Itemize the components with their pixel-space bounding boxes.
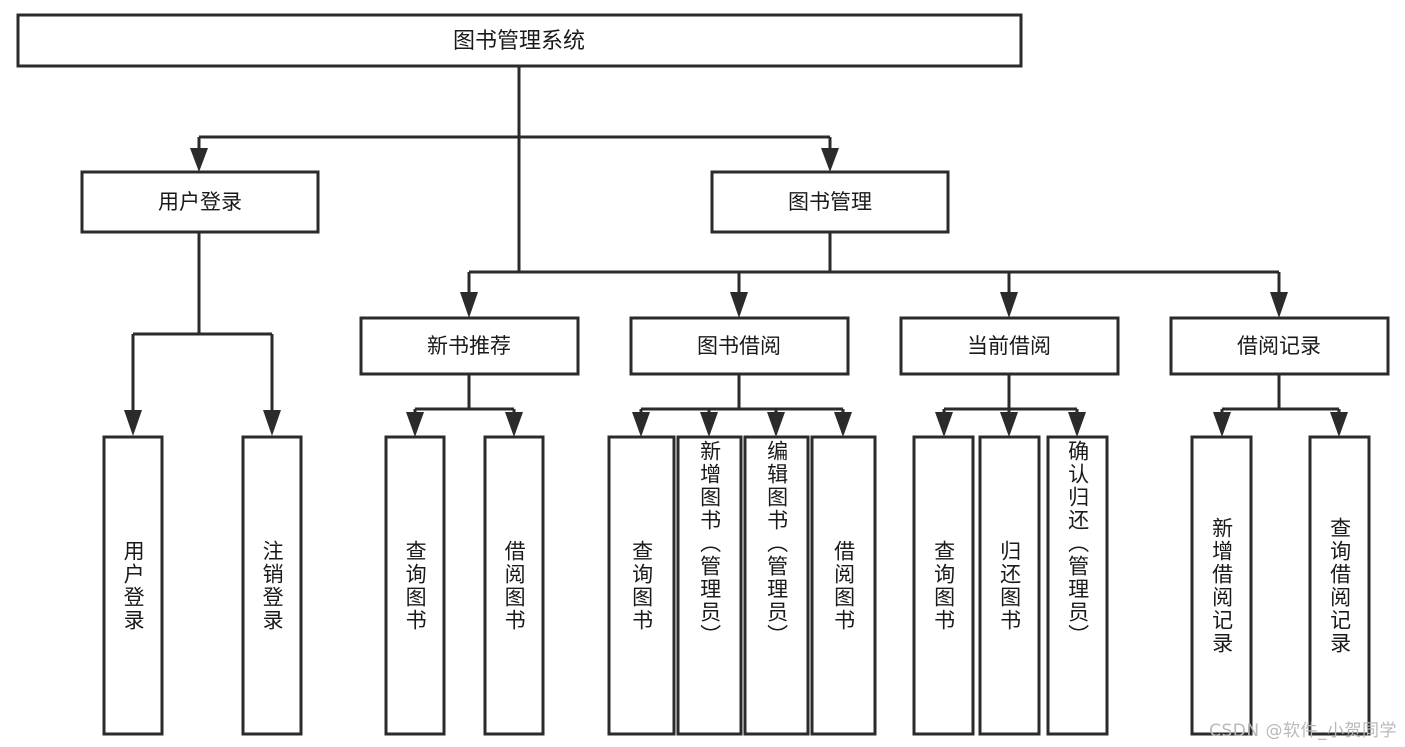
node-new-book-recommend-box[interactable] [359, 316, 580, 376]
node-leaf-add-borrow-record-box[interactable] [1190, 435, 1253, 736]
node-leaf-query-borrow-record-box[interactable] [1308, 435, 1371, 736]
node-leaf-user-logout-box[interactable] [241, 435, 303, 736]
node-leaf-query-book-3-box[interactable] [912, 435, 975, 736]
node-root[interactable]: 图书管理系统 [16, 13, 1023, 68]
watermark: CSDN @软件_小贺同学 [1209, 721, 1397, 741]
node-book-borrow[interactable]: 图书借阅 [629, 316, 850, 376]
arrow-borrow-record [1270, 292, 1288, 318]
node-root-label: 图书管理系统 [453, 29, 585, 54]
arrow-leaf-borrow-book-2 [834, 412, 852, 437]
arrow-leaf-add-borrow-record [1213, 412, 1231, 437]
node-new-book-recommend-label: 新书推荐 [427, 334, 511, 358]
arrow-leaf-query-book-1 [406, 412, 424, 437]
arrow-leaf-user-login [124, 410, 142, 436]
arrow-leaf-return-book [1000, 412, 1018, 437]
arrow-leaf-add-book [700, 412, 718, 437]
node-root-box[interactable] [16, 13, 1023, 68]
node-leaf-edit-book-box[interactable] [743, 435, 810, 736]
node-borrow-record[interactable]: 借阅记录 [1169, 316, 1390, 376]
node-leaf-confirm-return-box[interactable] [1046, 435, 1109, 736]
arrow-to-book-management [821, 148, 839, 172]
node-book-management-label: 图书管理 [788, 190, 872, 214]
node-current-borrow-label: 当前借阅 [967, 334, 1051, 358]
node-user-login-label: 用户登录 [158, 190, 242, 214]
node-borrow-record-label: 借阅记录 [1237, 334, 1321, 358]
arrow-leaf-query-borrow-record [1330, 412, 1348, 437]
node-book-borrow-box[interactable] [629, 316, 850, 376]
node-leaf-user-login-box[interactable] [102, 435, 164, 736]
node-leaf-borrow-book-2-box[interactable] [810, 435, 877, 736]
arrow-book-borrow [730, 292, 748, 318]
node-current-borrow-box[interactable] [899, 316, 1120, 376]
arrow-current-borrow [1000, 292, 1018, 318]
node-book-management-box[interactable] [710, 170, 950, 234]
node-leaf-return-book-box[interactable] [978, 435, 1041, 736]
arrow-leaf-confirm-return [1068, 412, 1086, 437]
node-user-login[interactable]: 用户登录 [80, 170, 320, 234]
node-new-book-recommend[interactable]: 新书推荐 [359, 316, 580, 376]
leaf-boxes [102, 435, 1371, 736]
node-borrow-record-box[interactable] [1169, 316, 1390, 376]
node-leaf-query-book-1-box[interactable] [384, 435, 446, 736]
arrow-leaf-query-book-3 [935, 412, 953, 437]
arrow-to-user-login [190, 148, 208, 172]
connector-group [124, 66, 1348, 437]
arrow-leaf-borrow-book-1 [505, 412, 523, 437]
node-book-management[interactable]: 图书管理 [710, 170, 950, 234]
arrow-leaf-query-book-2 [632, 412, 650, 437]
node-leaf-add-book-box[interactable] [676, 435, 743, 736]
arrow-new-book-recommend [460, 292, 478, 318]
arrow-leaf-user-logout [263, 410, 281, 436]
arrow-leaf-edit-book [767, 412, 785, 437]
node-leaf-query-book-2-box[interactable] [607, 435, 676, 736]
node-book-borrow-label: 图书借阅 [697, 334, 781, 358]
node-current-borrow[interactable]: 当前借阅 [899, 316, 1120, 376]
node-user-login-box[interactable] [80, 170, 320, 234]
node-leaf-borrow-book-1-box[interactable] [483, 435, 545, 736]
